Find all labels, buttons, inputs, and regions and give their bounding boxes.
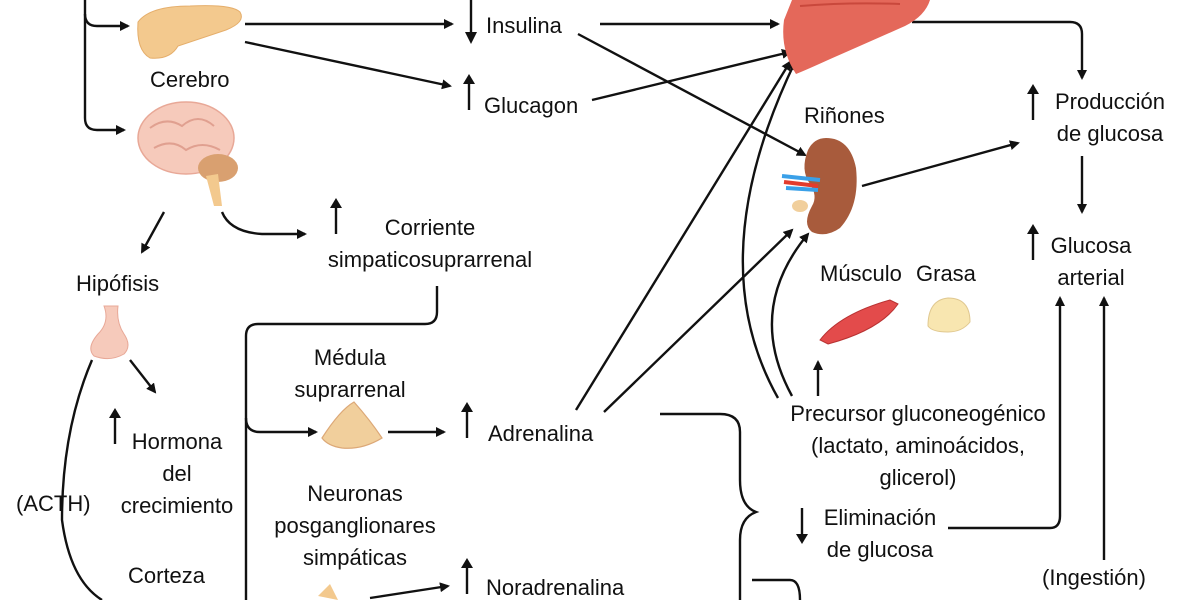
connector-hormones-bracket bbox=[660, 412, 760, 600]
arrow-precursor-liver bbox=[741, 60, 797, 399]
acth-label: (ACTH) bbox=[16, 491, 91, 516]
hipofisis-label: Hipófisis bbox=[76, 271, 160, 296]
grasa-label: Grasa bbox=[916, 261, 976, 286]
arrow-down-icon bbox=[796, 508, 808, 544]
arrow-neuronas-noradrenalina bbox=[369, 582, 450, 600]
arrow-insulina-kidney bbox=[577, 32, 807, 157]
neuronas-label: Neuronas posganglionares simpáticas bbox=[274, 481, 436, 570]
kidney-icon bbox=[781, 138, 857, 235]
arrow-up-icon bbox=[1027, 224, 1039, 260]
arrow-adrenalina-kidney bbox=[603, 228, 794, 413]
arrow-up-icon bbox=[463, 74, 475, 110]
muscle-icon bbox=[819, 299, 899, 345]
arrow-glucagon-liver bbox=[591, 49, 792, 102]
arrow-precursor-kidney bbox=[770, 232, 810, 397]
connector-to-pancreas bbox=[83, 13, 130, 31]
arrow-eliminacion-glucosa bbox=[948, 296, 1065, 530]
glucagon-label: Glucagon bbox=[484, 93, 579, 118]
arrow-brain-hipofisis bbox=[140, 211, 166, 254]
arrow-liver-produccion bbox=[912, 20, 1087, 80]
insulina-label: Insulina bbox=[486, 13, 562, 38]
arrow-brain-corriente bbox=[220, 211, 307, 239]
eliminacion-label: Eliminación de glucosa bbox=[823, 505, 937, 562]
arrow-kidney-produccion bbox=[861, 140, 1020, 188]
connector-bracket-medula bbox=[244, 417, 318, 437]
fat-icon bbox=[927, 297, 971, 333]
pancreas-icon bbox=[137, 5, 242, 59]
arrow-up-icon bbox=[1027, 84, 1039, 120]
arrow-adrenalina-liver bbox=[574, 60, 792, 411]
arrow-up-icon bbox=[330, 198, 342, 234]
produccion-label: Producción de glucosa bbox=[1054, 89, 1166, 146]
arrow-up-icon bbox=[109, 408, 121, 444]
hormona-label: Hormona del crecimiento bbox=[120, 429, 234, 518]
arrow-up-down-icon bbox=[465, 0, 477, 44]
noradrenalina-label: Noradrenalina bbox=[486, 575, 625, 600]
connector-noradrenalina-right bbox=[752, 578, 802, 600]
musculo-label: Músculo bbox=[820, 261, 902, 286]
neuron-icon bbox=[318, 584, 338, 600]
cerebro-label: Cerebro bbox=[150, 67, 230, 92]
arrow-up-icon bbox=[461, 558, 473, 594]
rinones-label: Riñones bbox=[804, 103, 885, 128]
liver-icon bbox=[783, 0, 930, 74]
arrow-up-icon bbox=[461, 402, 473, 438]
adrenalina-label: Adrenalina bbox=[488, 421, 594, 446]
precursor-label: Precursor gluconeogénico (lactato, amino… bbox=[790, 401, 1046, 490]
adrenal-gland-icon bbox=[321, 401, 383, 449]
brain-icon bbox=[137, 101, 238, 206]
connector-acth bbox=[60, 359, 103, 600]
corriente-label: Corriente simpaticosuprarrenal bbox=[327, 215, 533, 272]
pituitary-icon bbox=[90, 305, 129, 360]
corteza-label: Corteza bbox=[128, 563, 206, 588]
glucosa-arterial-label: Glucosa arterial bbox=[1050, 233, 1132, 290]
connector-trunk bbox=[83, 0, 126, 135]
ingestion-label: (Ingestión) bbox=[1042, 565, 1146, 590]
arrow-hipofisis-hormona bbox=[129, 359, 157, 394]
arrow-pancreas-glucagon bbox=[244, 40, 452, 90]
connector-corriente-bracket bbox=[244, 286, 439, 600]
medula-label: Médula suprarrenal bbox=[294, 345, 406, 402]
